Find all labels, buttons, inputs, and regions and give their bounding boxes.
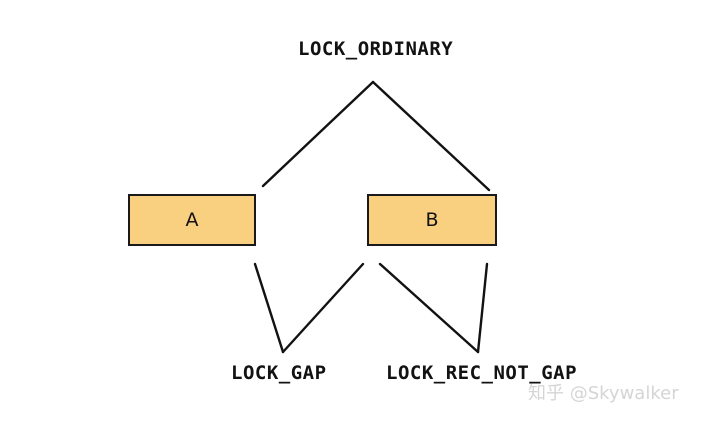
node-label-lock-ordinary: LOCK_ORDINARY: [298, 38, 454, 60]
edge-a-to-lock-gap: [253, 262, 285, 354]
edge-b-right-to-lock-rec-not-gap: [476, 262, 489, 354]
node-box-b-label: B: [425, 208, 439, 231]
node-box-a-label: A: [185, 208, 199, 231]
node-label-lock-gap: LOCK_GAP: [231, 362, 327, 384]
node-box-a: A: [128, 194, 256, 246]
node-label-lock-rec-not-gap: LOCK_REC_NOT_GAP: [386, 362, 578, 384]
edge-ordinary-to-a: [261, 80, 375, 188]
watermark: 知乎 @Skywalker: [528, 383, 679, 404]
node-box-b: B: [367, 194, 497, 246]
edge-b-left-to-lock-gap: [281, 262, 365, 354]
edge-ordinary-to-b: [371, 80, 491, 192]
edge-b-to-lock-rec-not-gap: [378, 262, 480, 354]
